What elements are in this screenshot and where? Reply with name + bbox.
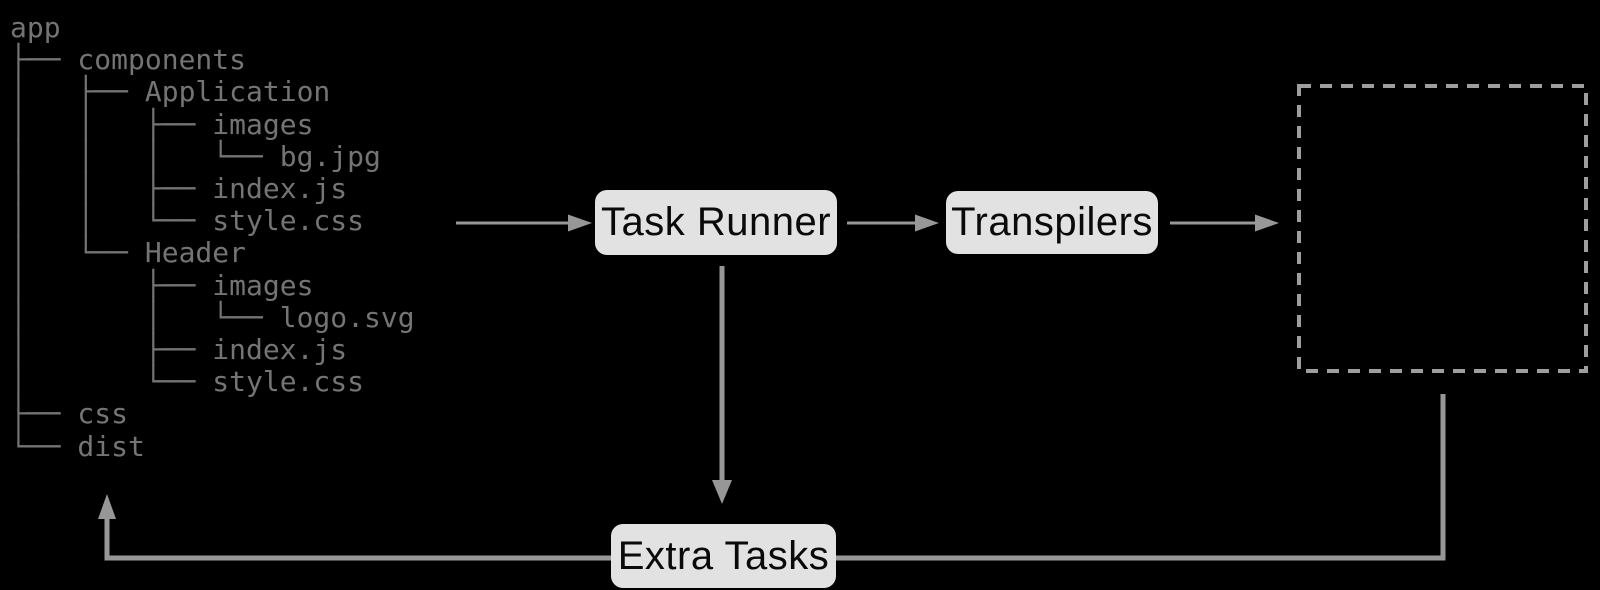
arrow-tree-to-task-runner [456,214,592,232]
arrow-task-runner-to-extra-tasks [712,266,732,504]
arrow-transpilers-to-output [1170,214,1279,232]
arrow-task-runner-to-transpilers [847,214,939,232]
extra-tasks-node: Extra Tasks [611,524,836,588]
task-runner-label: Task Runner [600,200,832,244]
extra-tasks-label: Extra Tasks [617,533,830,578]
task-runner-node: Task Runner [595,190,837,255]
transpilers-node: Transpilers [946,191,1158,254]
transpilers-label: Transpilers [951,200,1153,244]
output-placeholder-box [1297,84,1588,373]
source-file-tree: app ├── components │ ├── Application │ │… [10,11,415,463]
